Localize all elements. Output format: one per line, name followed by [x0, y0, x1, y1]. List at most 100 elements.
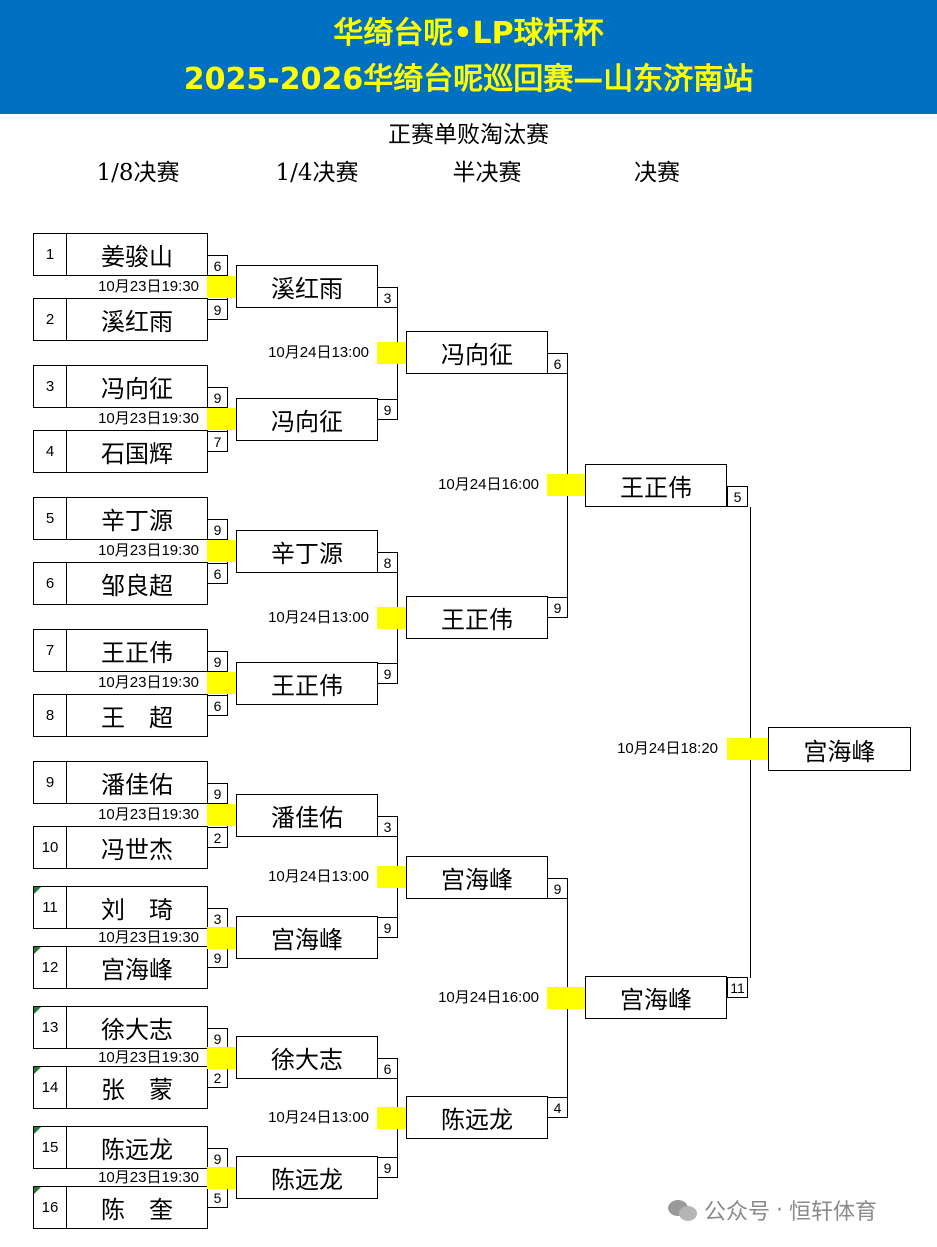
round-label-final: 决赛 [634, 160, 680, 186]
player-name-r16[interactable]: 冯向征 [66, 365, 208, 408]
player-name-qf[interactable]: 冯向征 [236, 398, 378, 441]
player-name-qf[interactable]: 王正伟 [236, 662, 378, 705]
seed-number: 8 [33, 694, 67, 737]
time-marker [377, 607, 407, 629]
player-name-r16[interactable]: 辛丁源 [66, 497, 208, 540]
match-score: 9 [207, 299, 228, 320]
player-name-r16[interactable]: 徐大志 [66, 1006, 208, 1049]
player-name-r16[interactable]: 王 超 [66, 694, 208, 737]
player-name-r16[interactable]: 刘 琦 [66, 886, 208, 929]
match-score: 6 [207, 695, 228, 716]
match-score: 3 [207, 908, 228, 929]
watermark-account: 恒轩体育 [789, 1200, 878, 1225]
watermark-dot: · [776, 1197, 784, 1223]
header-banner: 华绮台呢•LP球杆杯 2025-2026华绮台呢巡回赛—山东济南站 [0, 0, 937, 114]
match-score: 9 [207, 387, 228, 408]
player-name-sf[interactable]: 宫海峰 [406, 856, 548, 899]
seed-number: 3 [33, 365, 67, 408]
seed-number: 5 [33, 497, 67, 540]
player-name-qf[interactable]: 辛丁源 [236, 530, 378, 573]
match-score: 9 [207, 947, 228, 968]
time-marker [377, 866, 407, 888]
match-score: 7 [207, 431, 228, 452]
player-name-r16[interactable]: 陈 奎 [66, 1186, 208, 1229]
subtitle: 正赛单败淘汰赛 [388, 122, 549, 148]
player-name-r16[interactable]: 姜骏山 [66, 233, 208, 276]
player-name-r16[interactable]: 张 蒙 [66, 1066, 208, 1109]
player-name-sf[interactable]: 王正伟 [406, 596, 548, 639]
match-time: 10月23日19:30 [98, 1169, 199, 1186]
time-marker [207, 1167, 237, 1189]
round-label-r16: 1/8决赛 [96, 160, 180, 186]
match-score: 9 [207, 519, 228, 540]
match-score: 9 [547, 878, 568, 899]
match-time: 10月23日19:30 [98, 410, 199, 427]
time-marker [727, 738, 769, 760]
champion-name[interactable]: 宫海峰 [768, 727, 911, 771]
match-time: 10月23日19:30 [98, 929, 199, 946]
watermark-prefix: 公众号 [704, 1200, 771, 1225]
player-name-r16[interactable]: 潘佳佑 [66, 761, 208, 804]
time-marker [377, 342, 407, 364]
match-score: 9 [377, 1157, 398, 1178]
player-name-final[interactable]: 宫海峰 [585, 976, 727, 1019]
seed-number: 1 [33, 233, 67, 276]
match-time: 10月24日13:00 [268, 344, 369, 361]
match-time: 10月24日13:00 [268, 868, 369, 885]
seed-number: 10 [33, 826, 67, 869]
player-name-r16[interactable]: 陈远龙 [66, 1126, 208, 1169]
time-marker [207, 408, 237, 430]
seed-number: 11 [33, 886, 67, 929]
title-line-1: 华绮台呢•LP球杆杯 [333, 16, 604, 51]
match-time: 10月24日13:00 [268, 609, 369, 626]
match-score: 9 [207, 1028, 228, 1049]
match-score: 6 [207, 255, 228, 276]
time-marker [207, 672, 237, 694]
match-score: 9 [377, 663, 398, 684]
match-time: 10月23日19:30 [98, 674, 199, 691]
time-marker [207, 540, 237, 562]
time-marker [207, 804, 237, 826]
player-name-qf[interactable]: 徐大志 [236, 1036, 378, 1079]
seed-number: 9 [33, 761, 67, 804]
time-marker [207, 1047, 237, 1069]
time-marker [377, 1107, 407, 1129]
match-score: 2 [207, 827, 228, 848]
seed-number: 14 [33, 1066, 67, 1109]
match-score: 6 [547, 353, 568, 374]
player-name-sf[interactable]: 陈远龙 [406, 1096, 548, 1139]
match-time: 10月24日18:20 [617, 740, 718, 757]
player-name-qf[interactable]: 陈远龙 [236, 1156, 378, 1199]
match-time: 10月24日16:00 [438, 989, 539, 1006]
match-score: 2 [207, 1067, 228, 1088]
match-score: 9 [207, 651, 228, 672]
seed-number: 13 [33, 1006, 67, 1049]
player-name-qf[interactable]: 潘佳佑 [236, 794, 378, 837]
player-name-qf[interactable]: 宫海峰 [236, 916, 378, 959]
player-name-r16[interactable]: 宫海峰 [66, 946, 208, 989]
wechat-icon [668, 1198, 698, 1222]
player-name-qf[interactable]: 溪红雨 [236, 265, 378, 308]
match-score: 3 [377, 287, 398, 308]
match-score: 9 [377, 917, 398, 938]
title-line-2: 2025-2026华绮台呢巡回赛—山东济南站 [183, 62, 754, 97]
player-name-r16[interactable]: 邹良超 [66, 562, 208, 605]
seed-number: 16 [33, 1186, 67, 1229]
match-score: 5 [727, 486, 748, 507]
player-name-r16[interactable]: 冯世杰 [66, 826, 208, 869]
player-name-r16[interactable]: 王正伟 [66, 629, 208, 672]
player-name-final[interactable]: 王正伟 [585, 464, 727, 507]
match-score: 9 [207, 1148, 228, 1169]
match-score: 9 [207, 783, 228, 804]
player-name-r16[interactable]: 石国辉 [66, 430, 208, 473]
time-marker [547, 474, 585, 496]
match-score: 6 [377, 1058, 398, 1079]
seed-number: 4 [33, 430, 67, 473]
seed-number: 12 [33, 946, 67, 989]
seed-number: 2 [33, 298, 67, 341]
match-score: 3 [377, 816, 398, 837]
round-label-qf: 1/4决赛 [275, 160, 359, 186]
player-name-r16[interactable]: 溪红雨 [66, 298, 208, 341]
player-name-sf[interactable]: 冯向征 [406, 331, 548, 374]
match-score: 5 [207, 1187, 228, 1208]
